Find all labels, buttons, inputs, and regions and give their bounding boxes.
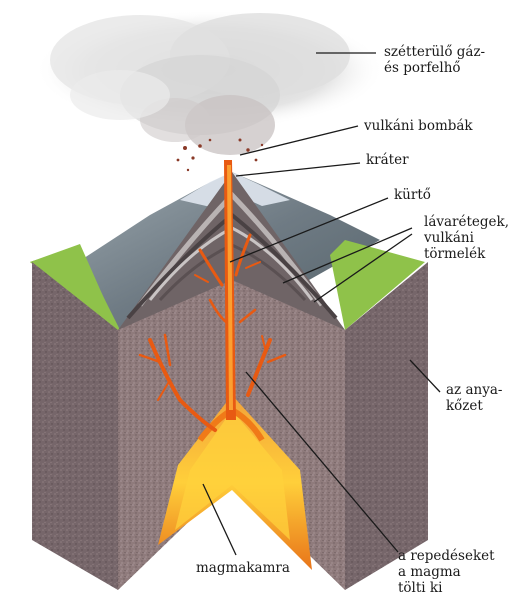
label-bedrock-line-2: kőzet (446, 398, 483, 414)
leader-lava-layers-2 (313, 233, 413, 303)
leader-lava-layers-1 (282, 227, 413, 284)
label-magma-chamber-text: magmakamra (196, 560, 290, 576)
label-lava-layers-line-1: lávarétegek, (424, 214, 510, 230)
grass-surface-right (330, 240, 425, 330)
label-lava-layers: lávarétegek, vulkáni törmelék (424, 214, 509, 262)
label-fissures-line-2: a magma (398, 564, 461, 580)
label-fissures-line-3: tölti ki (398, 580, 443, 596)
label-lava-layers-line-2: vulkáni (424, 230, 474, 246)
label-crater-text: kráter (366, 152, 409, 168)
label-volcanic-bombs-text: vulkáni bombák (364, 118, 473, 134)
bedrock-right-face (345, 262, 428, 590)
label-magma-chamber: magmakamra (196, 560, 290, 576)
label-bedrock-line-1: az anya- (446, 382, 503, 398)
bedrock-front-left-face (32, 262, 118, 590)
label-gas-cloud: szétterülő gáz- és porfelhő (384, 44, 485, 76)
leader-crater (235, 162, 361, 177)
leader-bedrock (409, 359, 441, 393)
volcanic-bombs (176, 138, 264, 172)
gas-cloud (35, 10, 385, 155)
grass-surface-left-strip (30, 244, 118, 332)
leader-volcanic-bombs (239, 125, 359, 156)
leader-fissures (245, 371, 399, 553)
label-bedrock: az anya- kőzet (446, 382, 502, 414)
label-fissures-line-1: a repedéseket (398, 548, 495, 564)
label-crater: kráter (366, 152, 409, 168)
label-vent: kürtő (394, 187, 431, 203)
label-lava-layers-line-3: törmelék (424, 246, 486, 262)
label-fissures: a repedéseket a magma tölti ki (398, 548, 495, 596)
leader-vent (229, 197, 389, 263)
magma-fissures (138, 233, 287, 432)
leader-lines (202, 52, 441, 556)
label-gas-cloud-line-2: és porfelhő (384, 60, 461, 76)
leader-magma-chamber (202, 483, 237, 556)
label-gas-cloud-line-1: szétterülő gáz- (384, 44, 486, 60)
label-volcanic-bombs: vulkáni bombák (364, 118, 473, 134)
label-vent-text: kürtő (394, 187, 431, 203)
